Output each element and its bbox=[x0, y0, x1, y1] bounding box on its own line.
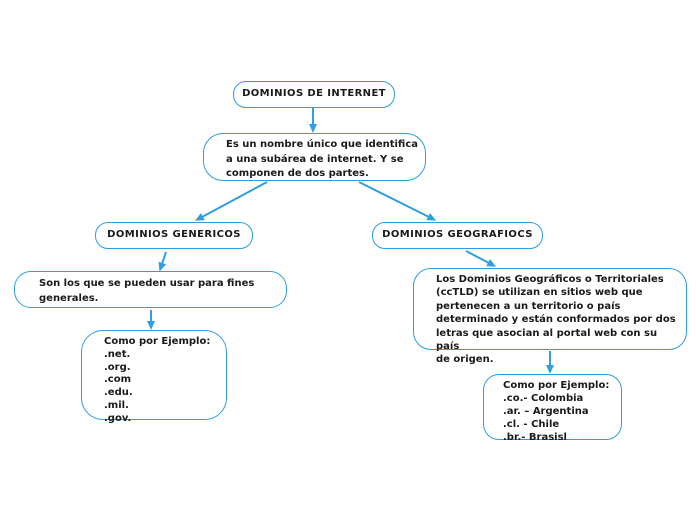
example-item: .com bbox=[104, 374, 132, 386]
arrow-definition-to-geographic bbox=[358, 181, 437, 221]
geographic-description-node[interactable]: Los Dominios Geográficos o Territoriales… bbox=[413, 268, 687, 365]
example-item: .br.- Brasisl bbox=[503, 432, 567, 443]
generic-examples-node[interactable]: Como por Ejemplo: .net..org..com.edu..mi… bbox=[81, 330, 227, 424]
generic-examples-list: .net..org..com.edu..mil..gov. bbox=[104, 349, 222, 426]
generic-domains-header-node[interactable]: DOMINIOS GENERICOS bbox=[95, 222, 253, 249]
example-item: .mil. bbox=[104, 399, 129, 411]
arrow-definition-to-generic bbox=[194, 181, 268, 221]
geographic-domains-header-node[interactable]: DOMINIOS GEOGRAFIOCS bbox=[372, 222, 543, 249]
geographic-examples-node[interactable]: Como por Ejemplo: .co.- Colombia .ar. – A… bbox=[483, 374, 622, 443]
example-item: .co.- Colombia bbox=[503, 393, 584, 404]
generic-examples-title: Como por Ejemplo: bbox=[104, 336, 211, 347]
arrow-geographic-to-description bbox=[465, 250, 497, 267]
geographic-examples-title: Como por Ejemplo: bbox=[503, 380, 610, 391]
generic-description-node[interactable]: Son los que se pueden usar para fines ge… bbox=[14, 271, 287, 308]
definition-node[interactable]: Es un nombre único que identifica a una … bbox=[203, 133, 426, 181]
arrow-generic-to-description bbox=[158, 251, 167, 272]
example-item: .gov. bbox=[104, 412, 132, 424]
geographic-header-label: DOMINIOS GEOGRAFIOCS bbox=[382, 229, 533, 241]
root-node-label: DOMINIOS DE INTERNET bbox=[242, 88, 386, 100]
generic-header-label: DOMINIOS GENERICOS bbox=[107, 229, 241, 241]
example-item: .cl. - Chile bbox=[503, 419, 560, 430]
example-item: .org. bbox=[104, 361, 131, 373]
geographic-examples-list: .co.- Colombia .ar. – Argentina .cl. - Chi… bbox=[503, 392, 617, 444]
example-item: .ar. – Argentina bbox=[503, 406, 589, 417]
example-item: .net. bbox=[104, 348, 131, 360]
root-node[interactable]: DOMINIOS DE INTERNET bbox=[233, 81, 395, 108]
example-item: .edu. bbox=[104, 387, 133, 399]
